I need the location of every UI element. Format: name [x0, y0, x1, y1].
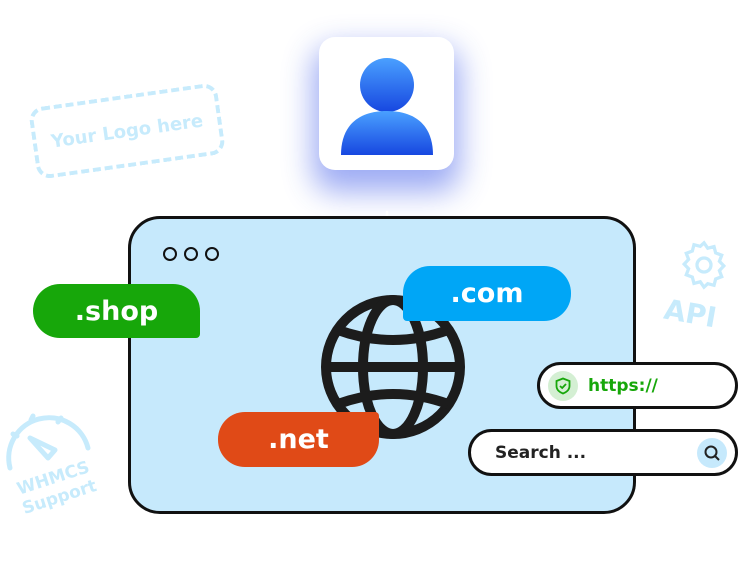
logo-placeholder-text: Your Logo here — [49, 109, 205, 153]
shield-check-icon — [548, 370, 578, 401]
window-dot — [163, 247, 177, 261]
api-label: API — [661, 292, 720, 335]
domain-label: .com — [450, 278, 524, 309]
domain-label: .shop — [74, 295, 159, 327]
window-dot — [205, 247, 219, 261]
domain-tag-net: .net — [218, 412, 379, 467]
gauge-icon — [6, 413, 91, 471]
window-dot — [184, 247, 198, 261]
search-icon[interactable] — [697, 437, 727, 468]
https-field: https:// — [537, 362, 738, 409]
domain-label: .net — [268, 424, 329, 455]
search-placeholder: Search ... — [495, 442, 587, 463]
domain-tag-com: .com — [403, 266, 571, 321]
search-input[interactable]: Search ... — [468, 429, 738, 476]
user-avatar-card — [319, 37, 454, 170]
user-icon — [341, 58, 433, 155]
gear-icon — [681, 240, 727, 290]
logo-placeholder: Your Logo here — [27, 82, 227, 180]
globe-icon — [321, 295, 465, 439]
https-text: https:// — [588, 375, 658, 396]
domain-tag-shop: .shop — [33, 284, 200, 338]
